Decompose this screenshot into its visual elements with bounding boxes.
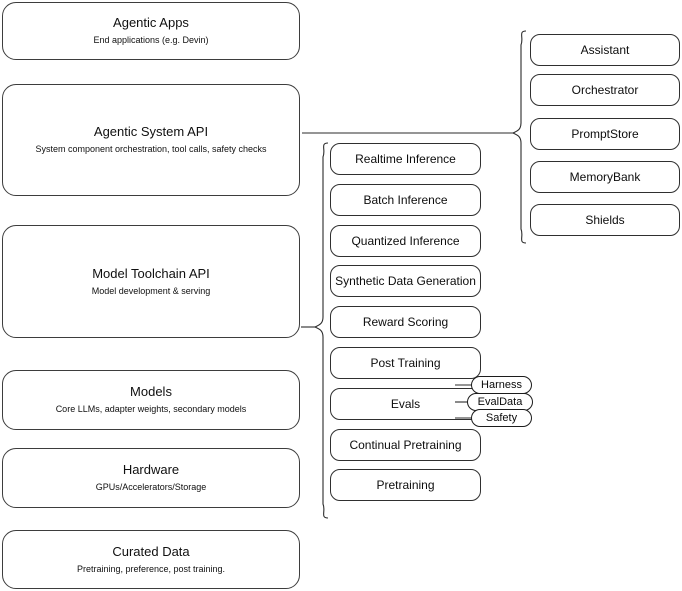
capability-continual-pretraining[interactable]: Continual Pretraining	[330, 429, 481, 461]
layer-hardware[interactable]: Hardware GPUs/Accelerators/Storage	[2, 448, 300, 508]
brace-agentic-components	[511, 30, 527, 244]
layer-title: Curated Data	[112, 543, 190, 559]
capability-evals[interactable]: Evals	[330, 388, 481, 420]
component-orchestrator[interactable]: Orchestrator	[530, 74, 680, 106]
layer-title: Model Toolchain API	[92, 265, 210, 281]
capability-post-training[interactable]: Post Training	[330, 347, 481, 379]
layer-subtitle: Core LLMs, adapter weights, secondary mo…	[55, 404, 247, 414]
layer-curated-data[interactable]: Curated Data Pretraining, preference, po…	[2, 530, 300, 589]
layer-subtitle: Model development & serving	[91, 285, 211, 296]
component-shields[interactable]: Shields	[530, 204, 680, 236]
evals-pill-harness[interactable]: Harness	[471, 376, 532, 394]
component-assistant[interactable]: Assistant	[530, 34, 680, 66]
capability-pretraining[interactable]: Pretraining	[330, 469, 481, 501]
layer-title: Agentic System API	[93, 124, 209, 139]
layer-title: Hardware	[122, 462, 180, 477]
brace-toolchain-capabilities	[313, 142, 329, 519]
layer-title: Models	[130, 384, 172, 399]
layer-subtitle: Pretraining, preference, post training.	[76, 563, 226, 574]
component-promptstore[interactable]: PromptStore	[530, 118, 680, 150]
layer-model-toolchain-api[interactable]: Model Toolchain API Model development & …	[2, 225, 300, 338]
capability-reward-scoring[interactable]: Reward Scoring	[330, 306, 481, 338]
capability-batch-inference[interactable]: Batch Inference	[330, 184, 481, 216]
layer-subtitle: GPUs/Accelerators/Storage	[95, 482, 207, 492]
layer-subtitle: End applications (e.g. Devin)	[93, 35, 209, 45]
evals-pill-safety[interactable]: Safety	[471, 409, 532, 427]
layer-subtitle: System component orchestration, tool cal…	[35, 144, 267, 154]
capability-synthetic-data-generation[interactable]: Synthetic Data Generation	[330, 265, 481, 297]
capability-quantized-inference[interactable]: Quantized Inference	[330, 225, 481, 257]
layer-title: Agentic Apps	[113, 15, 189, 30]
layer-agentic-apps[interactable]: Agentic Apps End applications (e.g. Devi…	[2, 2, 300, 60]
capability-realtime-inference[interactable]: Realtime Inference	[330, 143, 481, 175]
layer-models[interactable]: Models Core LLMs, adapter weights, secon…	[2, 370, 300, 430]
evals-pill-evaldata[interactable]: EvalData	[467, 393, 533, 411]
component-memorybank[interactable]: MemoryBank	[530, 161, 680, 193]
layer-agentic-system-api[interactable]: Agentic System API System component orch…	[2, 84, 300, 196]
